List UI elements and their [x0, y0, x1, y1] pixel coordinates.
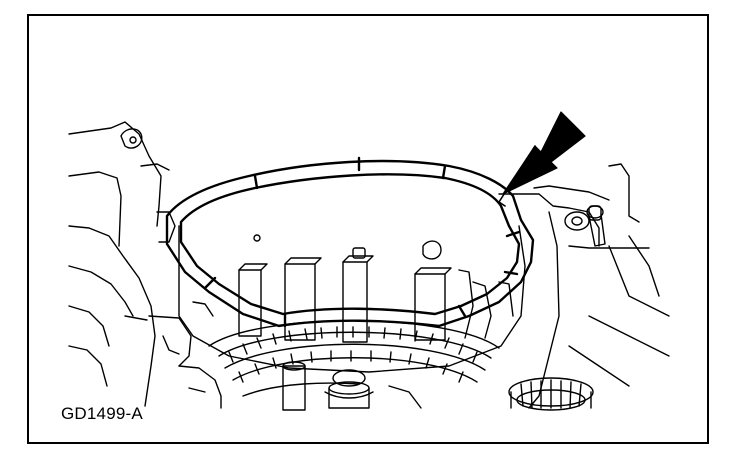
case-left-section [68, 121, 222, 409]
case-right-section [498, 163, 670, 411]
arrow-pointer-icon [498, 111, 586, 207]
transmission-case-illustration [68, 111, 670, 411]
case-interior [178, 225, 526, 373]
pan-gasket [165, 156, 535, 328]
clutch-assembly [208, 320, 500, 411]
figure-frame: GD1499-A [27, 14, 709, 444]
figure-id-label: GD1499-A [61, 404, 143, 423]
